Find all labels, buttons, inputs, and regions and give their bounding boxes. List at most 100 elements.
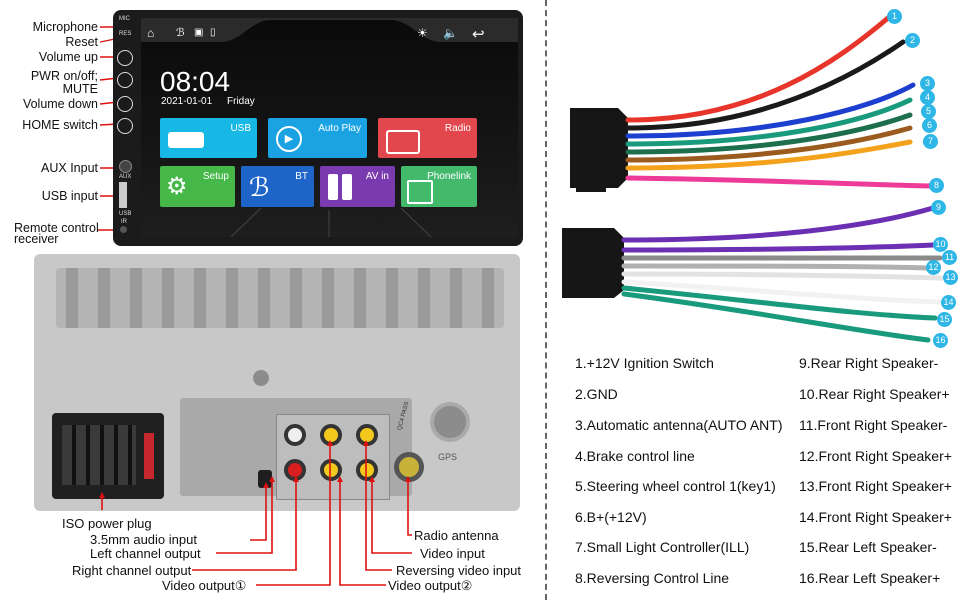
clock-date: 2021-01-01 — [161, 96, 213, 107]
screen-decor — [141, 18, 518, 237]
tile-bt-label: BT — [295, 171, 308, 182]
label-video-output-1: Video output① — [162, 578, 247, 593]
wire-badge-10: 10 — [933, 237, 948, 252]
label-pwr: PWR on/off; — [30, 69, 98, 83]
tile-usb-label: USB — [230, 123, 251, 134]
legend-item: 9.Rear Right Speaker- — [799, 355, 939, 371]
sd-card-icon: ▣ — [194, 27, 204, 38]
label-microphone: Microphone — [32, 20, 98, 34]
tile-bt[interactable]: BT ℬ — [241, 166, 314, 207]
label-aux-input: AUX Input — [41, 161, 98, 175]
home-icon[interactable]: ⌂ — [147, 26, 155, 40]
audio-jack-3-5mm[interactable] — [258, 470, 272, 488]
fuse — [144, 433, 154, 479]
label-right-channel: Right channel output — [72, 563, 192, 578]
back-arrow-icon[interactable]: ↩ — [472, 26, 485, 43]
bluetooth-icon: ℬ — [176, 27, 185, 39]
legend-item: 15.Rear Left Speaker- — [799, 539, 937, 555]
radio-icon — [386, 130, 420, 154]
tile-phonelink[interactable]: Phonelink — [401, 166, 477, 207]
rear-leader-lines — [99, 440, 412, 586]
ir-receiver — [120, 226, 127, 233]
iso-power-plug[interactable] — [52, 413, 164, 499]
tile-setup-label: Setup — [202, 171, 229, 182]
legend-item: 16.Rear Left Speaker+ — [799, 570, 941, 586]
legend-item: 13.Front Right Speaker+ — [799, 478, 952, 494]
volume-down-button[interactable] — [117, 96, 133, 112]
home-button[interactable] — [117, 118, 133, 134]
wire-badge-9: 9 — [931, 200, 946, 215]
gps-mark: GPS — [438, 452, 458, 462]
legend-item: 2.GND — [575, 386, 618, 402]
wire-badge-6: 6 — [922, 118, 937, 133]
tile-radio-label: Radio — [444, 123, 471, 134]
aux-jack[interactable] — [119, 160, 132, 173]
legend-item: 7.Small Light Controller(ILL) — [575, 539, 750, 555]
reset-mark: RES — [119, 31, 132, 37]
phone-screen-icon — [407, 180, 433, 204]
wire-badge-5: 5 — [921, 104, 936, 119]
rca-white-jack[interactable] — [284, 424, 306, 446]
label-volume-up: Volume up — [38, 50, 98, 64]
label-receiver: receiver — [14, 232, 59, 246]
clock-day: Friday — [227, 96, 255, 107]
rca-plug-icon — [328, 174, 338, 200]
tile-radio[interactable]: Radio — [378, 118, 477, 158]
tile-auto-play-label: Auto Play — [318, 123, 361, 134]
wire-badge-14: 14 — [941, 295, 956, 310]
tile-phonelink-label: Phonelink — [427, 171, 471, 182]
legend-item: 11.Front Right Speaker- — [799, 417, 948, 433]
tile-setup[interactable]: Setup ⚙ — [160, 166, 235, 207]
tile-av-in-label: AV in — [365, 171, 389, 182]
play-icon: ▶ — [276, 126, 302, 152]
legend-item: 14.Front Right Speaker+ — [799, 509, 952, 525]
label-iso-power-plug: ISO power plug — [62, 516, 152, 531]
usb-icon — [168, 132, 204, 148]
legend-item: 1.+12V Ignition Switch — [575, 355, 714, 371]
usb-port[interactable] — [119, 182, 127, 208]
rca-plug-icon-2 — [342, 174, 352, 200]
label-radio-antenna: Radio antenna — [414, 528, 499, 543]
gear-icon: ⚙ — [166, 173, 188, 200]
heatsink — [56, 268, 504, 328]
screw-hole — [253, 370, 269, 386]
rca-video-input-jack[interactable] — [356, 459, 378, 481]
label-video-input: Video input — [420, 546, 485, 561]
section-divider — [545, 0, 547, 600]
tile-av-in[interactable]: AV in — [320, 166, 395, 207]
brightness-icon[interactable]: ☀ — [417, 26, 428, 40]
wire-badge-8: 8 — [929, 178, 944, 193]
usb-drive-icon: ▯ — [210, 27, 216, 38]
label-volume-down: Volume down — [22, 97, 98, 111]
label-left-channel: Left channel output — [90, 546, 201, 561]
wire-badge-13: 13 — [943, 270, 958, 285]
legend-item: 4.Brake control line — [575, 448, 695, 464]
wiring-harness — [562, 15, 944, 343]
label-audio-input: 3.5mm audio input — [90, 532, 197, 547]
wire-badge-15: 15 — [937, 312, 952, 327]
label-reset: Reset — [65, 35, 98, 49]
label-home-switch: HOME switch — [22, 118, 98, 132]
wire-badge-4: 4 — [920, 90, 935, 105]
wire-badge-1: 1 — [887, 9, 902, 24]
label-mute: MUTE — [62, 82, 98, 96]
tile-auto-play[interactable]: Auto Play ▶ — [268, 118, 367, 158]
rca-video-output-2-jack[interactable] — [320, 459, 342, 481]
power-button[interactable] — [117, 72, 133, 88]
gps-socket[interactable] — [430, 402, 470, 442]
label-remote-control: Remote control — [14, 221, 99, 235]
ir-mark: IR — [121, 219, 127, 225]
legend-item: 6.B+(+12V) — [575, 509, 647, 525]
bluetooth-large-icon: ℬ — [249, 172, 270, 202]
iso-pins — [62, 425, 136, 485]
volume-up-button[interactable] — [117, 50, 133, 66]
legend-item: 10.Rear Right Speaker+ — [799, 386, 950, 402]
label-usb-input: USB input — [41, 189, 98, 203]
tile-usb[interactable]: USB — [160, 118, 257, 158]
legend-item: 5.Steering wheel control 1(key1) — [575, 478, 776, 494]
volume-icon[interactable]: 🔈 — [443, 26, 458, 40]
wire-badge-16: 16 — [933, 333, 948, 348]
wire-badge-7: 7 — [923, 134, 938, 149]
legend-item: 12.Front Right Speaker+ — [799, 448, 952, 464]
label-video-output-2: Video output② — [388, 578, 473, 593]
